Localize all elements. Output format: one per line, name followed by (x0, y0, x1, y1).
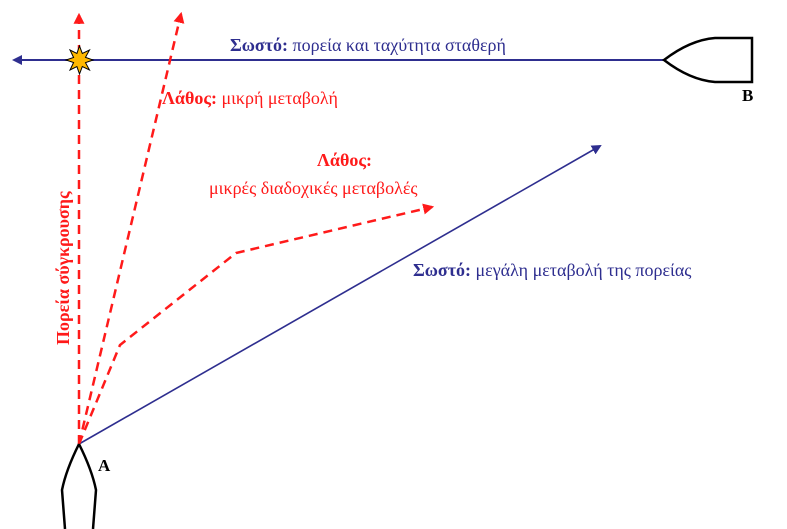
ship-b-hull-icon (661, 36, 754, 84)
collision-course-label: Πορεία σύγκρουσης (53, 191, 73, 345)
successive-changes-line (77, 203, 435, 445)
label-wrong-successive-text: μικρές διαδοχικές μεταβολές (209, 178, 418, 198)
ship-a-large-change-line (78, 145, 602, 445)
ship-a-label: A (98, 456, 111, 475)
label-wrong-small: Λάθος: μικρή μεταβολή (162, 88, 338, 108)
small-change-line (77, 11, 185, 445)
ship-b-label: B (742, 86, 753, 105)
label-correct-constant: Σωστό: πορεία και ταχύτητα σταθερή (230, 35, 506, 55)
label-correct-large: Σωστό: μεγάλη μεταβολή της πορείας (413, 260, 691, 280)
label-wrong-successive-title: Λάθος: (317, 150, 372, 170)
explosion-star-icon (64, 44, 95, 76)
ship-a-hull-icon (60, 443, 98, 529)
